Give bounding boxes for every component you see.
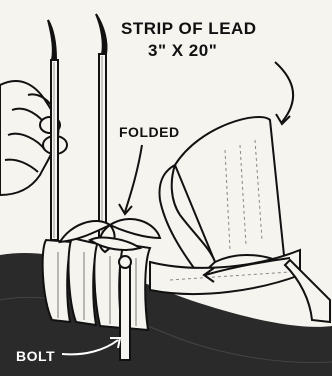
bolt-label: BOLT: [16, 349, 55, 363]
arrow-folded: [119, 145, 142, 214]
folded-label: FOLDED: [119, 125, 180, 139]
brush-right: [96, 14, 107, 244]
strip-title-label: STRIP OF LEAD: [121, 20, 257, 37]
arrow-strip: [275, 62, 293, 124]
strip-size-label: 3" X 20": [148, 42, 217, 59]
lead-strip: [150, 117, 330, 322]
